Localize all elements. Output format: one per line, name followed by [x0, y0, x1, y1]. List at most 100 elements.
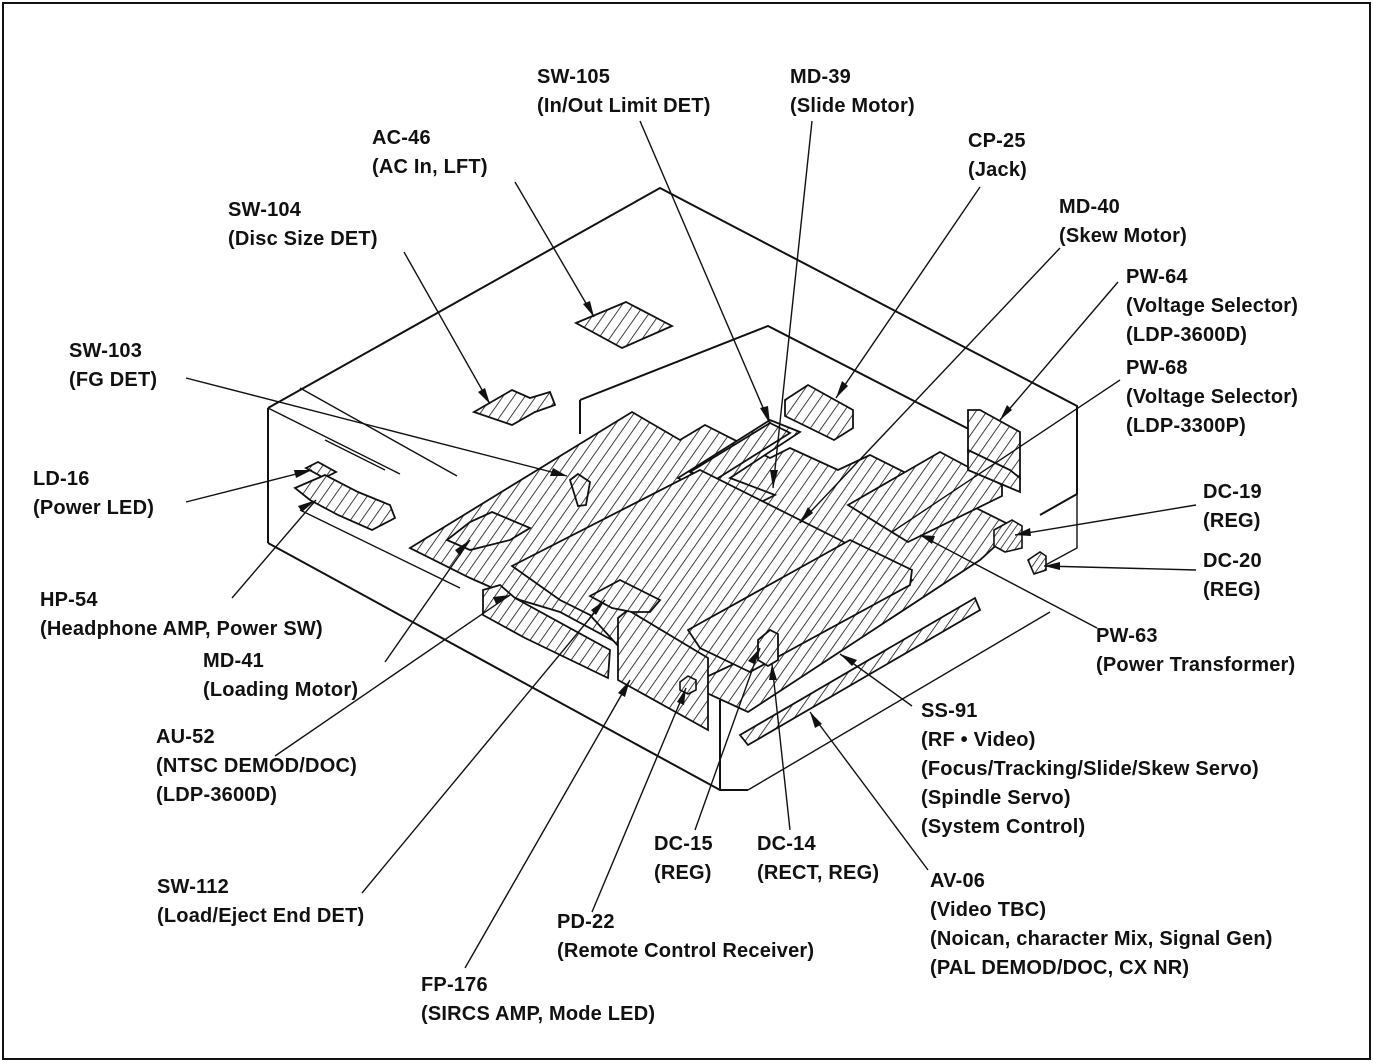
remote-receiver: [679, 675, 697, 695]
label-code: SW-105: [537, 66, 611, 88]
leader-cp25: [835, 186, 981, 399]
label-desc: (Voltage Selector): [1126, 295, 1299, 317]
leader-ac46: [514, 181, 595, 318]
loading-motor-board: [445, 511, 532, 551]
label-desc: (Remote Control Receiver): [557, 940, 815, 962]
label-code: MD-39: [790, 66, 852, 88]
video-tbc-board: [686, 538, 913, 674]
dc19-regulator: [993, 519, 1023, 553]
label-desc: (RECT, REG): [757, 862, 880, 884]
leader-lines: [185, 120, 1197, 969]
label-desc: (REG): [1203, 579, 1261, 601]
label-desc: (REG): [1203, 510, 1261, 532]
load-eject-switch: [588, 578, 662, 613]
leader-pw63: [919, 534, 1098, 629]
label-code: AC-46: [372, 127, 431, 149]
label-code: HP-54: [40, 589, 98, 611]
leader-md41: [384, 539, 471, 663]
label-desc: (Focus/Tracking/Slide/Skew Servo): [921, 758, 1259, 780]
label-code: LD-16: [33, 468, 90, 490]
label-desc: (Headphone AMP, Power SW): [40, 618, 323, 640]
label-cp25: CP-25 (Jack): [968, 127, 1027, 185]
leader-hp54: [231, 499, 317, 599]
label-desc: (System Control): [921, 816, 1086, 838]
label-dc19: DC-19 (REG): [1203, 478, 1262, 536]
label-code: PD-22: [557, 911, 615, 933]
leader-dc19: [1014, 504, 1197, 536]
leader-md40: [799, 247, 1061, 524]
label-pd22: PD-22 (Remote Control Receiver): [557, 908, 814, 966]
label-sw112: SW-112 (Load/Eject End DET): [157, 873, 364, 931]
leader-pw64: [999, 281, 1119, 421]
leader-au52: [274, 594, 511, 757]
label-code: FP-176: [421, 974, 488, 996]
label-desc: (SIRCS AMP, Mode LED): [421, 1003, 656, 1025]
label-desc: (PAL DEMOD/DOC, CX NR): [930, 957, 1190, 979]
label-desc: (Jack): [968, 159, 1028, 181]
label-ss91: SS-91 (RF • Video) (Focus/Tracking/Slide…: [921, 697, 1259, 842]
label-code: SW-112: [157, 876, 229, 898]
label-code: PW-63: [1096, 625, 1158, 647]
leader-dc20: [1043, 565, 1197, 571]
label-desc: (Spindle Servo): [921, 787, 1071, 809]
leader-pw68: [891, 379, 1121, 533]
label-desc: (Slide Motor): [790, 95, 915, 117]
leader-sw105: [639, 120, 771, 425]
arrowheads: [294, 301, 1060, 728]
label-desc: (Video TBC): [930, 899, 1047, 921]
leader-md39: [772, 120, 813, 489]
label-desc: (LDP-3600D): [156, 784, 278, 806]
label-code: MD-41: [203, 650, 265, 672]
power-led-board: [304, 460, 338, 480]
label-code: DC-20: [1203, 550, 1262, 572]
label-desc: (Loading Motor): [203, 679, 359, 701]
fg-detect-switch: [568, 472, 591, 507]
label-desc: (FG DET): [69, 369, 158, 391]
label-sw104: SW-104 (Disc Size DET): [228, 196, 378, 254]
label-desc: (In/Out Limit DET): [537, 95, 711, 117]
label-desc: (LDP-3600D): [1126, 324, 1248, 346]
leader-dc14: [771, 663, 791, 831]
label-code: SW-103: [69, 340, 143, 362]
av06-lower-plate: [738, 596, 982, 747]
label-code: SW-104: [228, 199, 302, 221]
leader-pd22: [591, 687, 687, 913]
leader-sw103: [185, 377, 568, 477]
jack-board: [784, 383, 854, 442]
label-desc: (AC In, LFT): [372, 156, 488, 178]
dc20-regulator: [1027, 551, 1047, 575]
label-desc: (NTSC DEMOD/DOC): [156, 755, 357, 777]
label-desc: (RF • Video): [921, 729, 1036, 751]
label-ld16: LD-16 (Power LED): [33, 465, 154, 523]
label-desc: (Power Transformer): [1096, 654, 1296, 676]
label-pw64: PW-64 (Voltage Selector) (LDP-3600D): [1126, 263, 1298, 350]
label-dc20: DC-20 (REG): [1203, 547, 1262, 605]
headphone-amp-board: [293, 474, 397, 531]
ntsc-demod-board: [482, 583, 611, 680]
leader-dc15: [694, 647, 761, 831]
leader-sw112: [361, 599, 606, 894]
label-ac46: AC-46 (AC In, LFT): [372, 124, 488, 182]
label-desc: (Noican, character Mix, Signal Gen): [930, 928, 1273, 950]
label-md41: MD-41 (Loading Motor): [203, 647, 358, 705]
leader-sw104: [403, 251, 491, 405]
label-desc: (Skew Motor): [1059, 225, 1187, 247]
label-desc: (Disc Size DET): [228, 228, 378, 250]
label-code: DC-14: [757, 833, 816, 855]
leader-fp176: [464, 679, 631, 969]
label-md40: MD-40 (Skew Motor): [1059, 193, 1187, 251]
ac-inlet-board: [573, 301, 675, 350]
label-desc: (Power LED): [33, 497, 155, 519]
label-av06: AV-06 (Video TBC) (Noican, character Mix…: [930, 867, 1273, 983]
label-md39: MD-39 (Slide Motor): [790, 63, 915, 121]
label-code: AV-06: [930, 870, 986, 892]
label-code: DC-15: [654, 833, 713, 855]
label-desc: (LDP-3300P): [1126, 415, 1247, 437]
label-code: CP-25: [968, 130, 1026, 152]
label-au52: AU-52 (NTSC DEMOD/DOC) (LDP-3600D): [156, 723, 357, 810]
label-code: PW-64: [1126, 266, 1188, 288]
dc14-rectifier-board: [757, 628, 779, 668]
label-sw105: SW-105 (In/Out Limit DET): [537, 63, 711, 121]
